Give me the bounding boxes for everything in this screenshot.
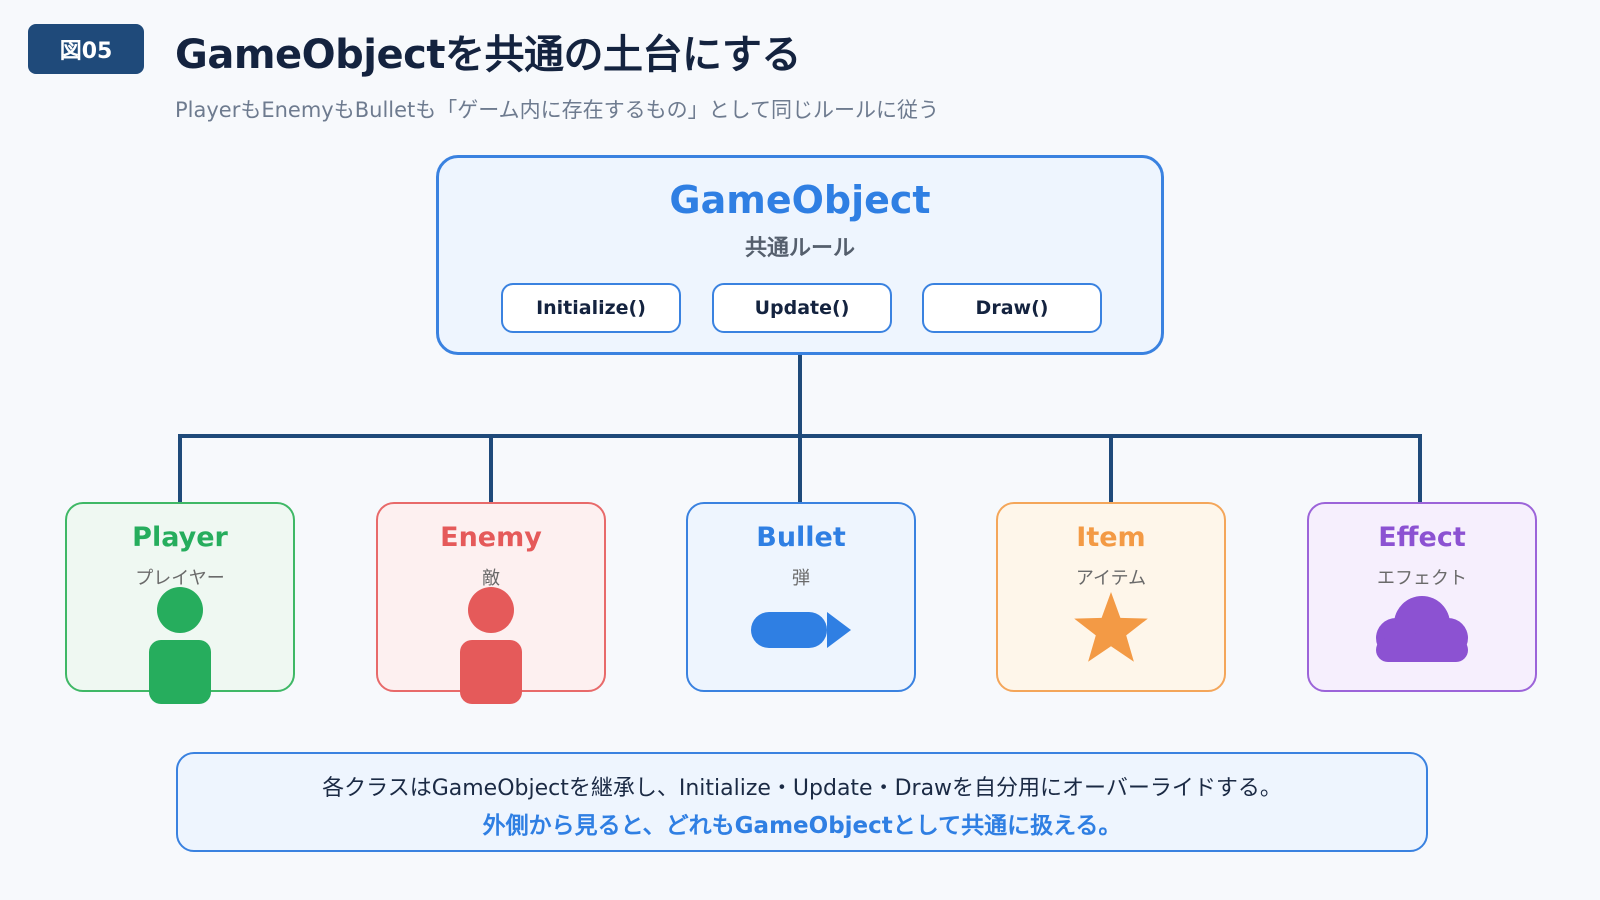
- cloud-icon: [1376, 596, 1468, 662]
- method-initialize: Initialize(): [501, 283, 681, 333]
- note-line-2: 外側から見ると、どれもGameObjectとして共通に扱える。: [482, 813, 1122, 839]
- star-icon: [1074, 592, 1148, 662]
- person-icon: [460, 587, 522, 704]
- gameobject-base-class: GameObject 共通ルール Initialize() Update() D…: [436, 155, 1164, 355]
- base-class-subtitle: 共通ルール: [744, 236, 855, 261]
- note-line-1: 各クラスはGameObjectを継承し、Initialize・Update・Dr…: [322, 776, 1282, 801]
- class-effect: Effect エフェクト: [1307, 502, 1537, 692]
- figure-badge: 図05: [28, 24, 144, 74]
- class-subtitle: 敵: [482, 568, 500, 589]
- class-name: Player: [132, 522, 228, 553]
- class-subtitle: 弾: [792, 568, 810, 589]
- class-name: Enemy: [440, 522, 542, 553]
- summary-note: 各クラスはGameObjectを継承し、Initialize・Update・Dr…: [176, 752, 1428, 852]
- class-enemy: Enemy 敵: [376, 502, 606, 704]
- method-draw: Draw(): [922, 283, 1102, 333]
- page-title: GameObjectを共通の土台にする: [175, 32, 801, 78]
- page-subtitle: PlayerもEnemyもBulletも「ゲーム内に存在するもの」として同じルー…: [175, 98, 940, 122]
- person-icon: [149, 587, 211, 704]
- class-player: Player プレイヤー: [65, 502, 295, 704]
- base-class-name: GameObject: [669, 178, 931, 222]
- class-name: Bullet: [756, 522, 846, 553]
- class-subtitle: エフェクト: [1377, 568, 1467, 589]
- method-update: Update(): [712, 283, 892, 333]
- class-bullet: Bullet 弾: [686, 502, 916, 692]
- class-name: Effect: [1378, 522, 1466, 553]
- class-subtitle: アイテム: [1075, 568, 1147, 589]
- class-subtitle: プレイヤー: [135, 568, 225, 589]
- class-name: Item: [1076, 522, 1146, 553]
- bullet-icon: [751, 612, 851, 648]
- class-item: Item アイテム: [996, 502, 1226, 692]
